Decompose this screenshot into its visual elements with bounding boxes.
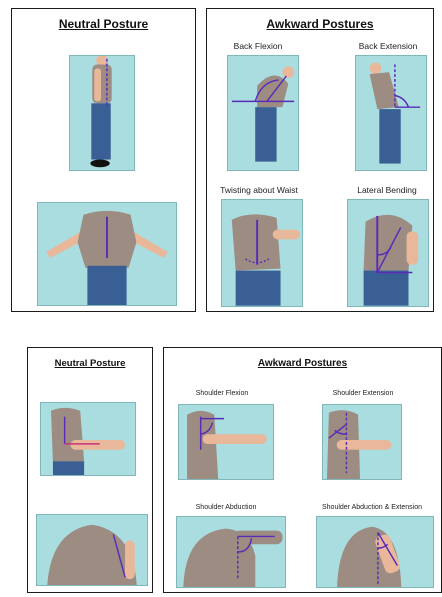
shoulder-abduction-extension-image bbox=[316, 516, 434, 588]
shoulder-abduction-label: Shoulder Abduction bbox=[178, 504, 274, 511]
jeans-shape bbox=[364, 271, 409, 306]
top-neutral-panel: Neutral Posture bbox=[11, 8, 196, 312]
twisting-image bbox=[221, 199, 303, 307]
leg-shape bbox=[255, 107, 276, 161]
arm-shape bbox=[273, 230, 300, 240]
bottom-neutral-panel: Neutral Posture bbox=[27, 347, 153, 593]
head-shape bbox=[282, 66, 294, 78]
shirt-shape bbox=[51, 408, 84, 463]
arm-shape bbox=[407, 232, 419, 265]
arm-shape bbox=[203, 434, 267, 444]
shoulder-extension-label: Shoulder Extension bbox=[314, 390, 412, 397]
arm-shape bbox=[125, 540, 135, 579]
twisting-label: Twisting about Waist bbox=[213, 185, 305, 195]
back-extension-label: Back Extension bbox=[347, 41, 429, 51]
top-neutral-title: Neutral Posture bbox=[12, 17, 195, 31]
leg-shape bbox=[379, 109, 400, 163]
arm-shape bbox=[234, 531, 283, 545]
forearm-shape bbox=[70, 440, 124, 450]
shoulder-flexion-label: Shoulder Flexion bbox=[178, 390, 266, 397]
bottom-awkward-title: Awkward Postures bbox=[164, 358, 441, 369]
shoulder-abduction-extension-label: Shoulder Abduction & Extension bbox=[304, 504, 440, 511]
shirt-shape bbox=[364, 215, 413, 271]
shirt-shape bbox=[187, 411, 218, 479]
shoulder-abduction-image bbox=[176, 516, 286, 588]
arm-shape bbox=[94, 68, 101, 101]
shoulder-extension-image bbox=[322, 404, 402, 480]
jeans-shape bbox=[53, 461, 84, 475]
top-awkward-title: Awkward Postures bbox=[207, 17, 433, 31]
lateral-bending-label: Lateral Bending bbox=[339, 185, 435, 195]
neutral-shoulder-back-image bbox=[36, 514, 148, 586]
back-flexion-label: Back Flexion bbox=[217, 41, 299, 51]
jeans-shape bbox=[236, 271, 281, 306]
back-shape bbox=[47, 525, 136, 585]
lateral-bending-image bbox=[347, 199, 429, 307]
bottom-neutral-title: Neutral Posture bbox=[28, 358, 152, 369]
leg-shape bbox=[91, 103, 110, 159]
neutral-elbow-image bbox=[40, 402, 136, 476]
bottom-awkward-panel: Awkward Postures Shoulder Flexion Should… bbox=[163, 347, 442, 593]
head-shape bbox=[370, 62, 382, 74]
jeans-shape bbox=[87, 266, 126, 305]
back-flexion-image bbox=[227, 55, 299, 171]
back-extension-image bbox=[355, 55, 427, 171]
shoe-shape bbox=[90, 160, 109, 168]
shoulder-flexion-image bbox=[178, 404, 274, 480]
arm-shape bbox=[337, 440, 392, 450]
neutral-arms-front-image bbox=[37, 202, 177, 306]
neutral-standing-side-image bbox=[69, 55, 135, 171]
top-awkward-panel: Awkward Postures Back Flexion Back Exten… bbox=[206, 8, 434, 312]
